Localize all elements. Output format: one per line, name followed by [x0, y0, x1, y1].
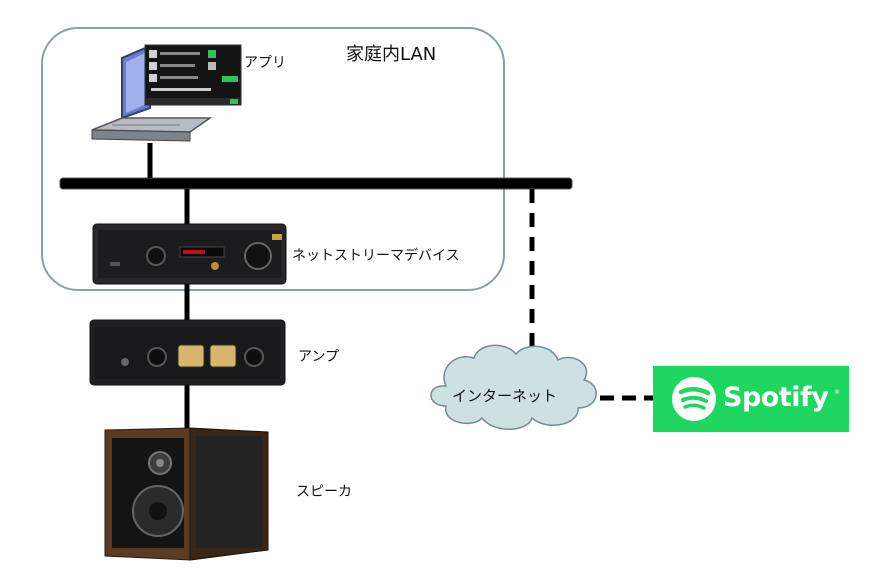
network-streamer-icon: [92, 223, 287, 285]
lan-boundary: [41, 27, 505, 291]
spotify-logo-icon: [672, 377, 716, 421]
amplifier-icon: [89, 319, 286, 386]
label-streamer: ネットストリーマデバイス: [292, 248, 460, 264]
spotify-registered-mark: ®: [834, 389, 840, 396]
label-amp: アンプ: [298, 349, 340, 365]
laptop-icon: [91, 44, 213, 142]
spotify-wordmark: Spotify: [723, 382, 829, 413]
label-app: アプリ: [244, 55, 286, 71]
label-speaker: スピーカ: [296, 484, 352, 500]
label-internet: インターネット: [452, 387, 558, 405]
speaker-icon: [104, 427, 269, 561]
app-screenshot-icon: [144, 44, 242, 106]
cloud-icon: [430, 344, 597, 430]
network-bus: [59, 177, 573, 190]
spotify-logo: Spotify ®: [653, 366, 849, 432]
lan-title: 家庭内LAN: [346, 44, 437, 65]
